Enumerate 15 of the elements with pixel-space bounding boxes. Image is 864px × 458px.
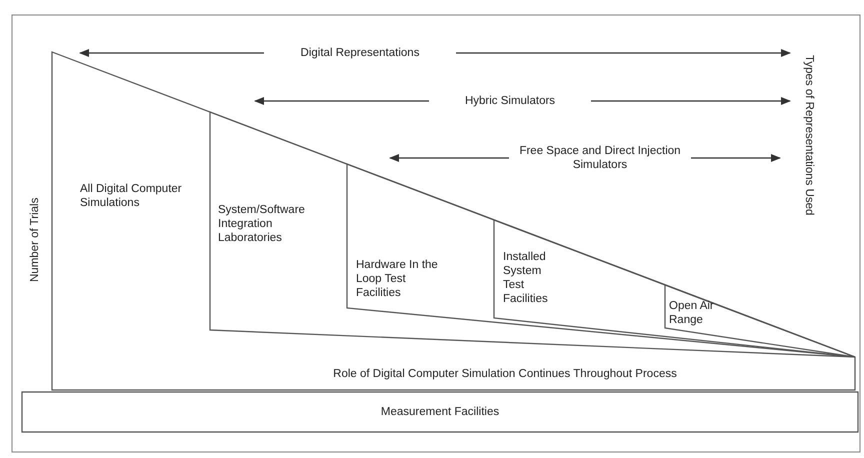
- range-label: Digital Representations: [300, 46, 420, 60]
- facility-bar: [22, 392, 858, 432]
- region-label: System/Software Integration Laboratories: [218, 203, 306, 245]
- region-label: Measurement Facilities: [380, 405, 500, 419]
- wedge-region: [494, 220, 855, 357]
- note-text: Role of Digital Computer Simulation Continues Throughout Process: [332, 367, 678, 381]
- region-label: Installed System Test Facilities: [503, 250, 549, 306]
- region-label: Hardware In the Loop Test Facilities: [356, 258, 439, 300]
- range-label: Free Space and Direct Injection Simulators: [518, 144, 682, 172]
- axis-label: Number of Trials: [28, 196, 42, 284]
- range-label: Hybric Simulators: [464, 94, 556, 108]
- wedge-region: [665, 285, 855, 357]
- region-label: Open Air Range: [669, 299, 715, 327]
- region-label: All Digital Computer Simulations: [80, 182, 183, 210]
- axis-label: Types of Representations Used: [802, 54, 816, 218]
